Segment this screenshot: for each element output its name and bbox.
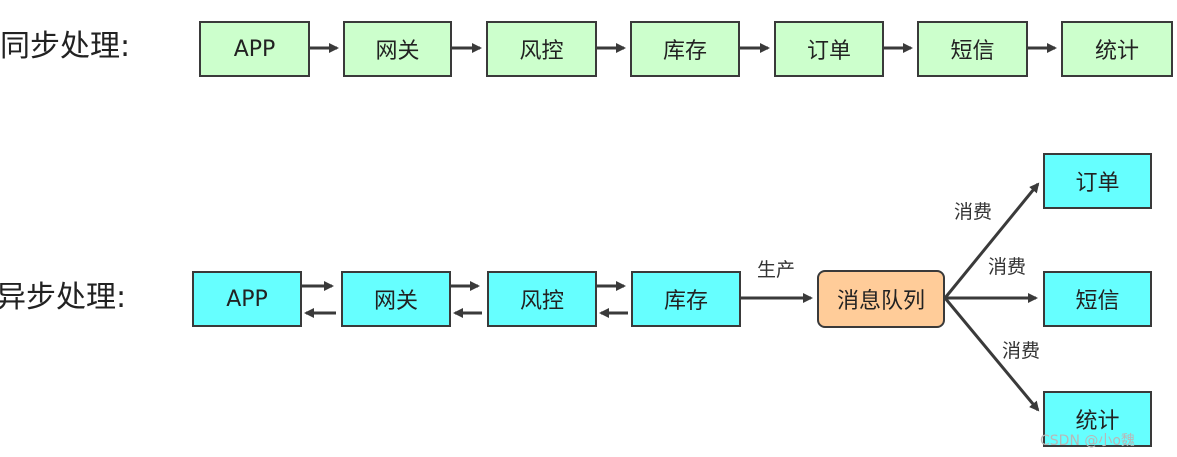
sync-node-app: APP [199, 21, 310, 77]
consume-arrow-stats [943, 297, 1040, 412]
async-node-gateway: 网关 [341, 271, 451, 327]
consume-arrows [943, 182, 1040, 412]
async-node-risk-control: 风控 [487, 271, 597, 327]
message-queue-node: 消息队列 [817, 270, 945, 328]
consume-label-stats: 消费 [1002, 340, 1041, 362]
sync-node-risk-control: 风控 [486, 21, 597, 77]
async-bidirectional-arrows [302, 281, 628, 318]
sync-node-sms: 短信 [917, 21, 1028, 77]
sync-row-label: 同步处理: [0, 29, 131, 64]
produce-label: 生产 [757, 259, 796, 281]
consume-arrow-order [943, 182, 1040, 299]
async-node-inventory: 库存 [631, 271, 741, 327]
sync-node-order: 订单 [774, 21, 884, 77]
sync-node-gateway: 网关 [343, 21, 452, 77]
consume-label-sms: 消费 [988, 256, 1027, 278]
consumer-node-stats: 统计 [1043, 391, 1152, 447]
async-node-app: APP [192, 271, 302, 327]
consume-label-order: 消费 [954, 201, 993, 223]
sync-node-inventory: 库存 [630, 21, 740, 77]
csdn-watermark: CSDN @小o魏 [1040, 433, 1135, 449]
async-row-label: 异步处理: [0, 280, 127, 315]
consumer-node-order: 订单 [1043, 153, 1152, 209]
consumer-node-sms: 短信 [1043, 271, 1152, 327]
sync-node-stats: 统计 [1061, 21, 1173, 77]
